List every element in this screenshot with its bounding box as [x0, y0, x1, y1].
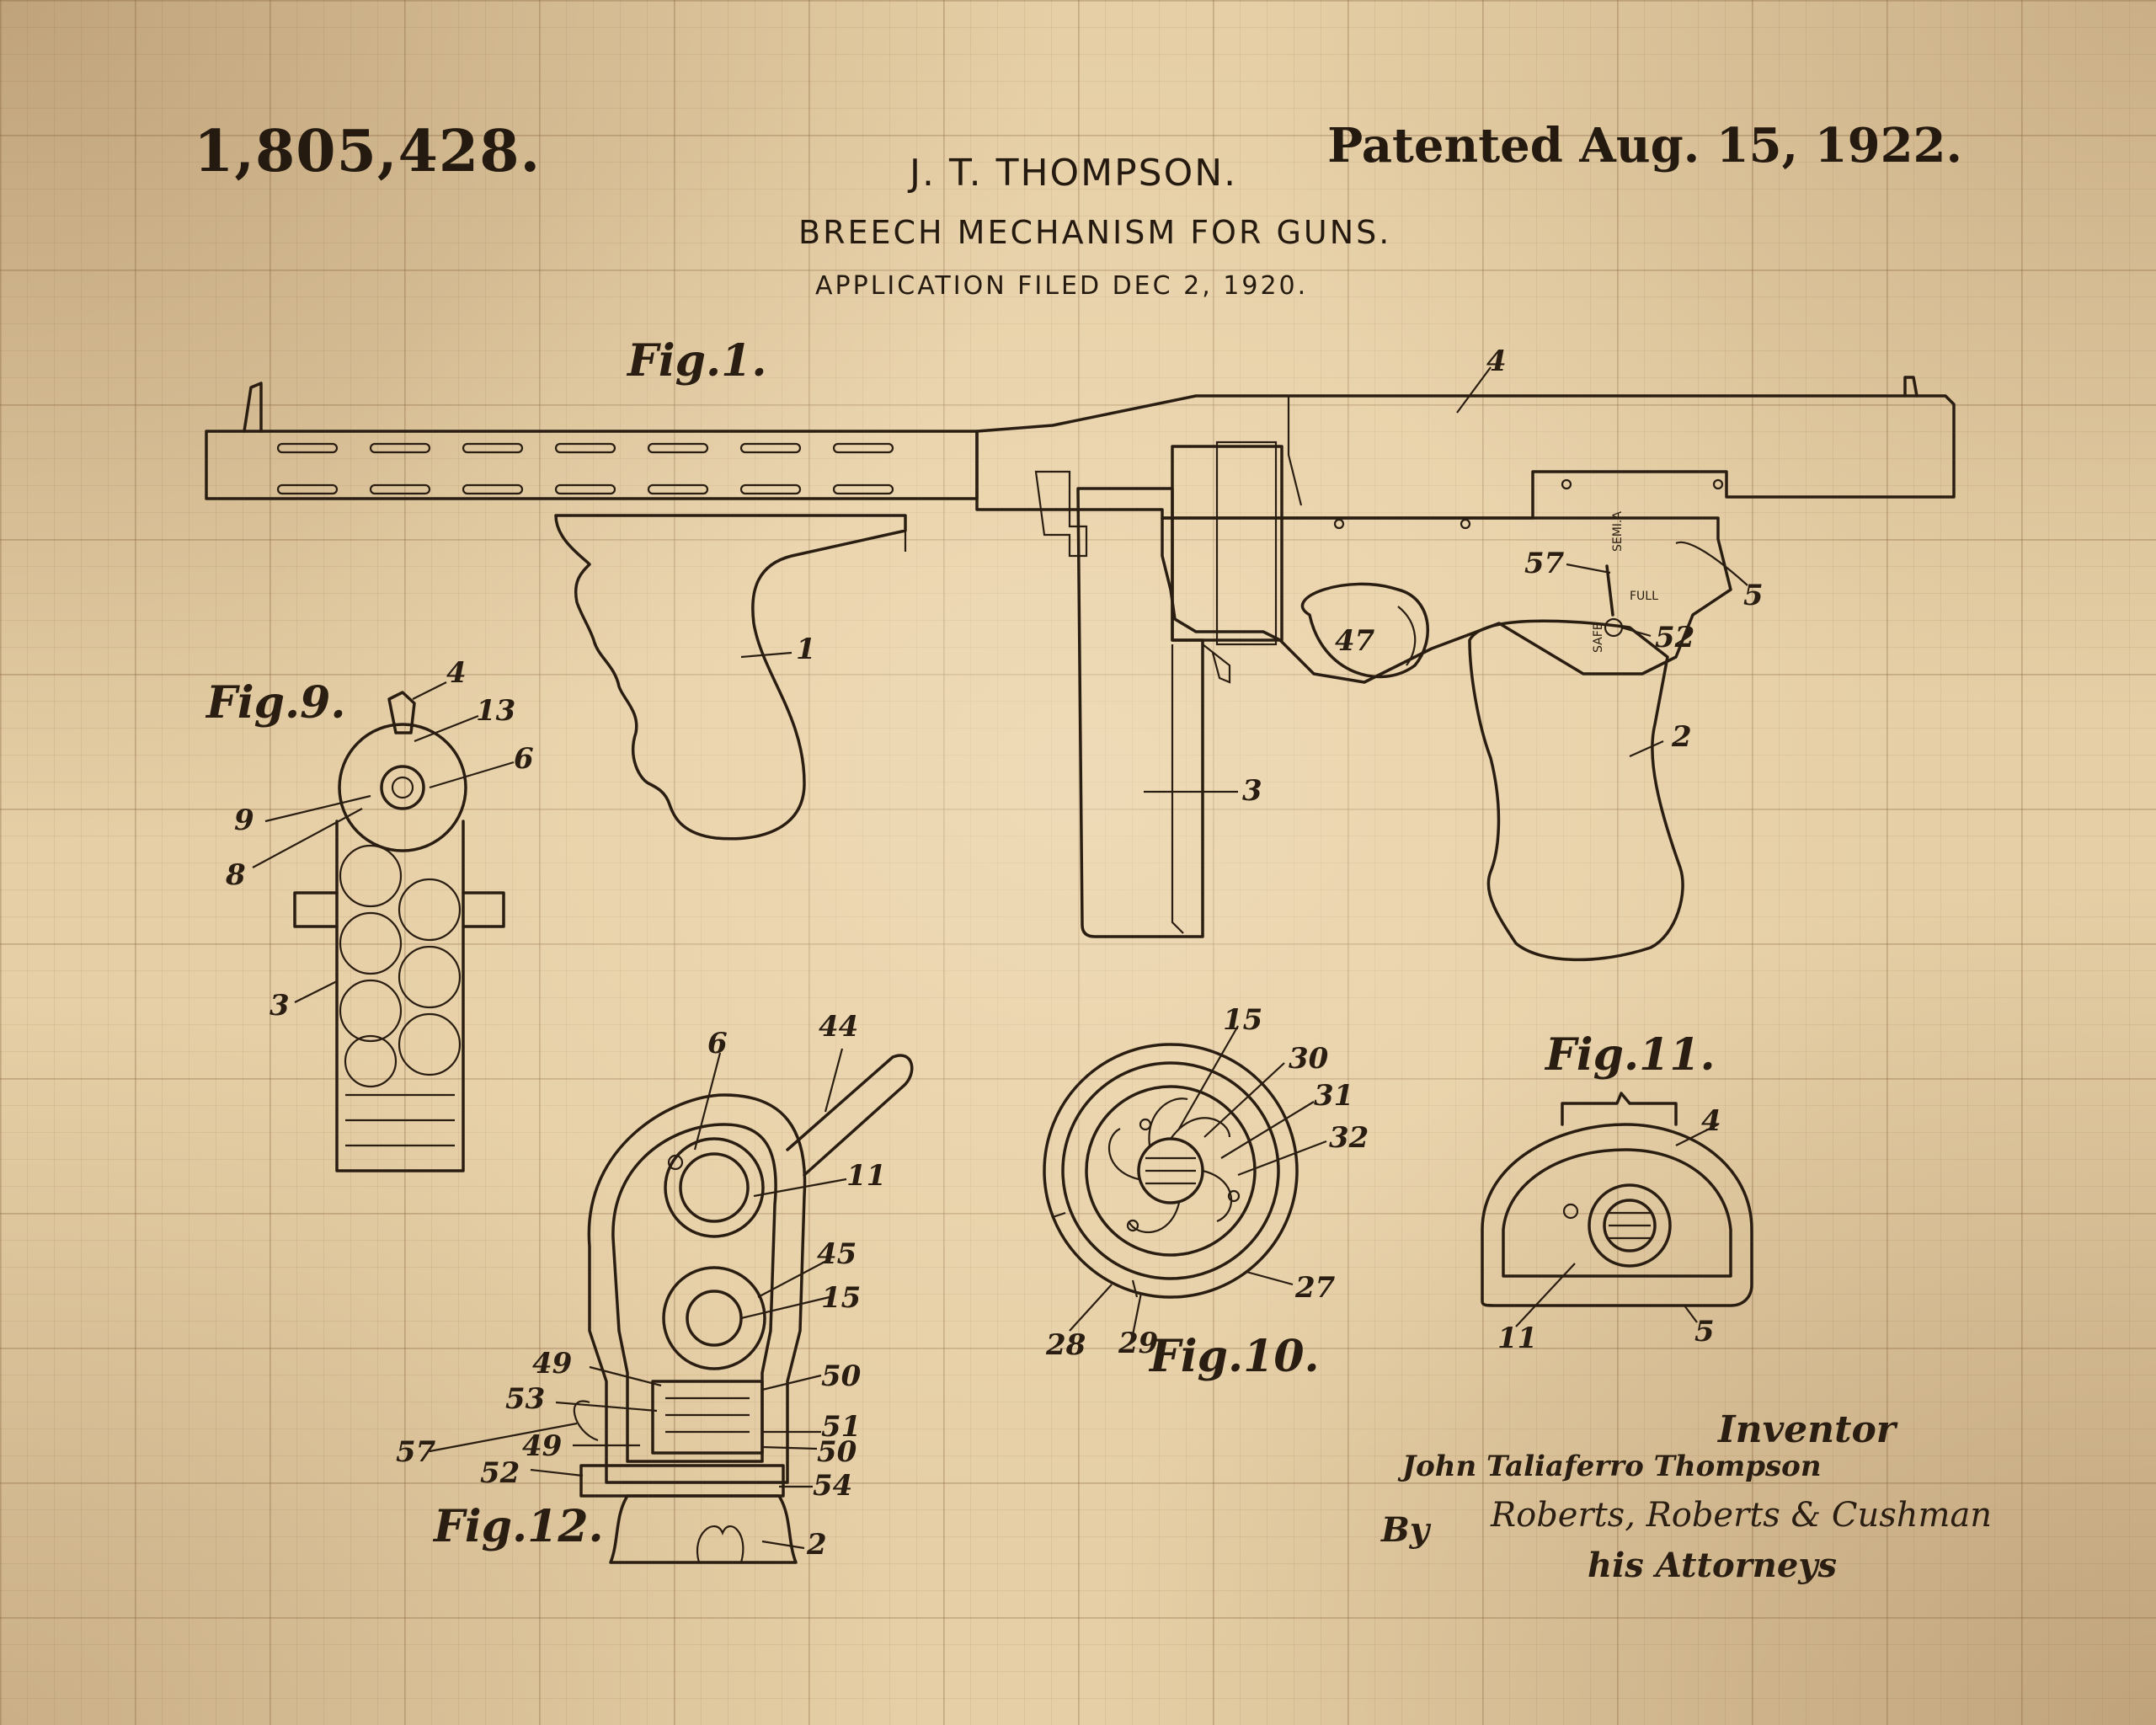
fig10-ref-32: 32	[1329, 1121, 1369, 1155]
lower-frame	[1161, 516, 1732, 684]
fig12-ref-49a: 49	[532, 1347, 572, 1381]
inventor-name: J. T. THOMPSON.	[910, 152, 1238, 195]
fig9-cartridges	[339, 844, 462, 1088]
fig12-housing-outer	[587, 1093, 807, 1484]
patent-number: 1,805,428.	[194, 118, 542, 185]
fig10-vanes	[1108, 1097, 1233, 1233]
inventor-caption: Inventor	[1716, 1408, 1898, 1451]
fig9-ref-8: 8	[225, 858, 246, 892]
svg-text:FULL: FULL	[1630, 590, 1658, 603]
fig11-ref-11: 11	[1497, 1322, 1537, 1355]
fig1-ref-2: 2	[1671, 720, 1692, 754]
pistol-grip	[1468, 619, 1684, 962]
fig10-label: Fig.10.	[1148, 1331, 1320, 1382]
fig1-ref-52: 52	[1655, 621, 1694, 654]
fig1-ref-4: 4	[1486, 344, 1507, 378]
fig11-ref-5: 5	[1694, 1315, 1715, 1348]
receiver	[975, 394, 1956, 520]
fig1-ref-5: 5	[1743, 579, 1764, 612]
fig12-cross-section: Fig.12.	[396, 1010, 914, 1564]
fig12-label: Fig.12.	[432, 1501, 604, 1552]
inventor-signature-name: John Taliaferro Thompson	[1397, 1450, 1822, 1483]
trigger	[1202, 644, 1231, 684]
by-caption: By	[1380, 1510, 1432, 1550]
cooling-slots	[276, 442, 894, 495]
fig9-ref-6: 6	[514, 742, 534, 776]
fig12-lever-44	[786, 1054, 914, 1177]
fig11-outer	[1481, 1123, 1753, 1307]
fig12-ref-45: 45	[817, 1237, 857, 1271]
barrel-shroud	[205, 430, 979, 500]
front-sight	[243, 382, 263, 433]
fig9-ref-13: 13	[476, 694, 515, 728]
fig1-ref-1: 1	[796, 633, 816, 666]
fig9-label: Fig.9.	[205, 677, 345, 729]
fig12-ref-51: 51	[821, 1410, 861, 1444]
fig12-ref-52: 52	[480, 1456, 520, 1490]
fig1-label: Fig.1.	[626, 335, 766, 387]
fig12-ref-53: 53	[505, 1382, 545, 1416]
fig12-housing-inner	[611, 1123, 777, 1463]
fig1-ref-3: 3	[1242, 774, 1262, 808]
fig12-ref-50a: 50	[821, 1359, 862, 1393]
fig12-ref-49b: 49	[522, 1429, 562, 1463]
rear-sight	[1903, 376, 1919, 398]
fig12-ref-2: 2	[806, 1528, 827, 1562]
fig11-inner	[1502, 1148, 1732, 1278]
fig11-ref-4: 4	[1701, 1104, 1721, 1138]
fig12-ref-11: 11	[846, 1159, 886, 1193]
fig9-magazine-body	[335, 820, 465, 1172]
fig9-ref-9: 9	[234, 804, 254, 837]
fig9-ref-3: 3	[270, 989, 290, 1023]
fig11-receiver-section: Fig.11. 4 11 5	[1481, 1029, 1753, 1355]
fig9-ref-4: 4	[446, 656, 467, 690]
front-grip	[554, 514, 907, 841]
attorneys-caption: his Attorneys	[1588, 1546, 1837, 1585]
signature-block: Inventor John Taliaferro Thompson By Rob…	[1380, 1408, 1992, 1585]
fig12-ref-6: 6	[707, 1027, 728, 1060]
fig12-ref-57: 57	[396, 1435, 436, 1469]
fig12-ref-44: 44	[819, 1010, 858, 1044]
patent-title: BREECH MECHANISM FOR GUNS.	[798, 214, 1392, 251]
fig10-ref-27: 27	[1294, 1271, 1336, 1305]
fig11-label: Fig.11.	[1544, 1029, 1716, 1081]
fig9-magazine-section: Fig.9. 4 13	[205, 656, 534, 1172]
attorneys-signature: Roberts, Roberts & Cushman	[1490, 1496, 1992, 1535]
magazine	[1076, 487, 1204, 938]
fig10-ref-29: 29	[1118, 1327, 1158, 1360]
fig12-ref-50b: 50	[817, 1435, 857, 1469]
fig12-ref-54: 54	[813, 1469, 852, 1503]
fig1-ref-57: 57	[1524, 547, 1565, 580]
fig12-pin	[579, 1464, 785, 1498]
svg-text:SEMI.A: SEMI.A	[1611, 511, 1625, 552]
fire-selector: SEMI.A FULL SAFE	[1592, 511, 1658, 653]
patent-date: Patented Aug. 15, 1922.	[1327, 118, 1962, 174]
fig10-ref-31: 31	[1314, 1079, 1353, 1113]
bolt-housing	[1171, 445, 1283, 642]
fig1-gun-side-view: Fig.1.	[205, 335, 1956, 962]
fig10-ref-15: 15	[1223, 1003, 1262, 1037]
fig10-ref-28: 28	[1045, 1328, 1086, 1362]
fig10-ref-30: 30	[1289, 1042, 1329, 1076]
fig12-ref-15: 15	[821, 1281, 861, 1315]
fig10-drum-section: Fig.10. 15 30	[1043, 1003, 1369, 1382]
svg-text:SAFE: SAFE	[1592, 622, 1605, 653]
fig12-spring-block	[651, 1380, 764, 1455]
filing-date: APPLICATION FILED DEC 2, 1920.	[815, 271, 1309, 301]
trigger-guard	[1300, 582, 1430, 679]
fig1-ref-47: 47	[1335, 624, 1375, 658]
